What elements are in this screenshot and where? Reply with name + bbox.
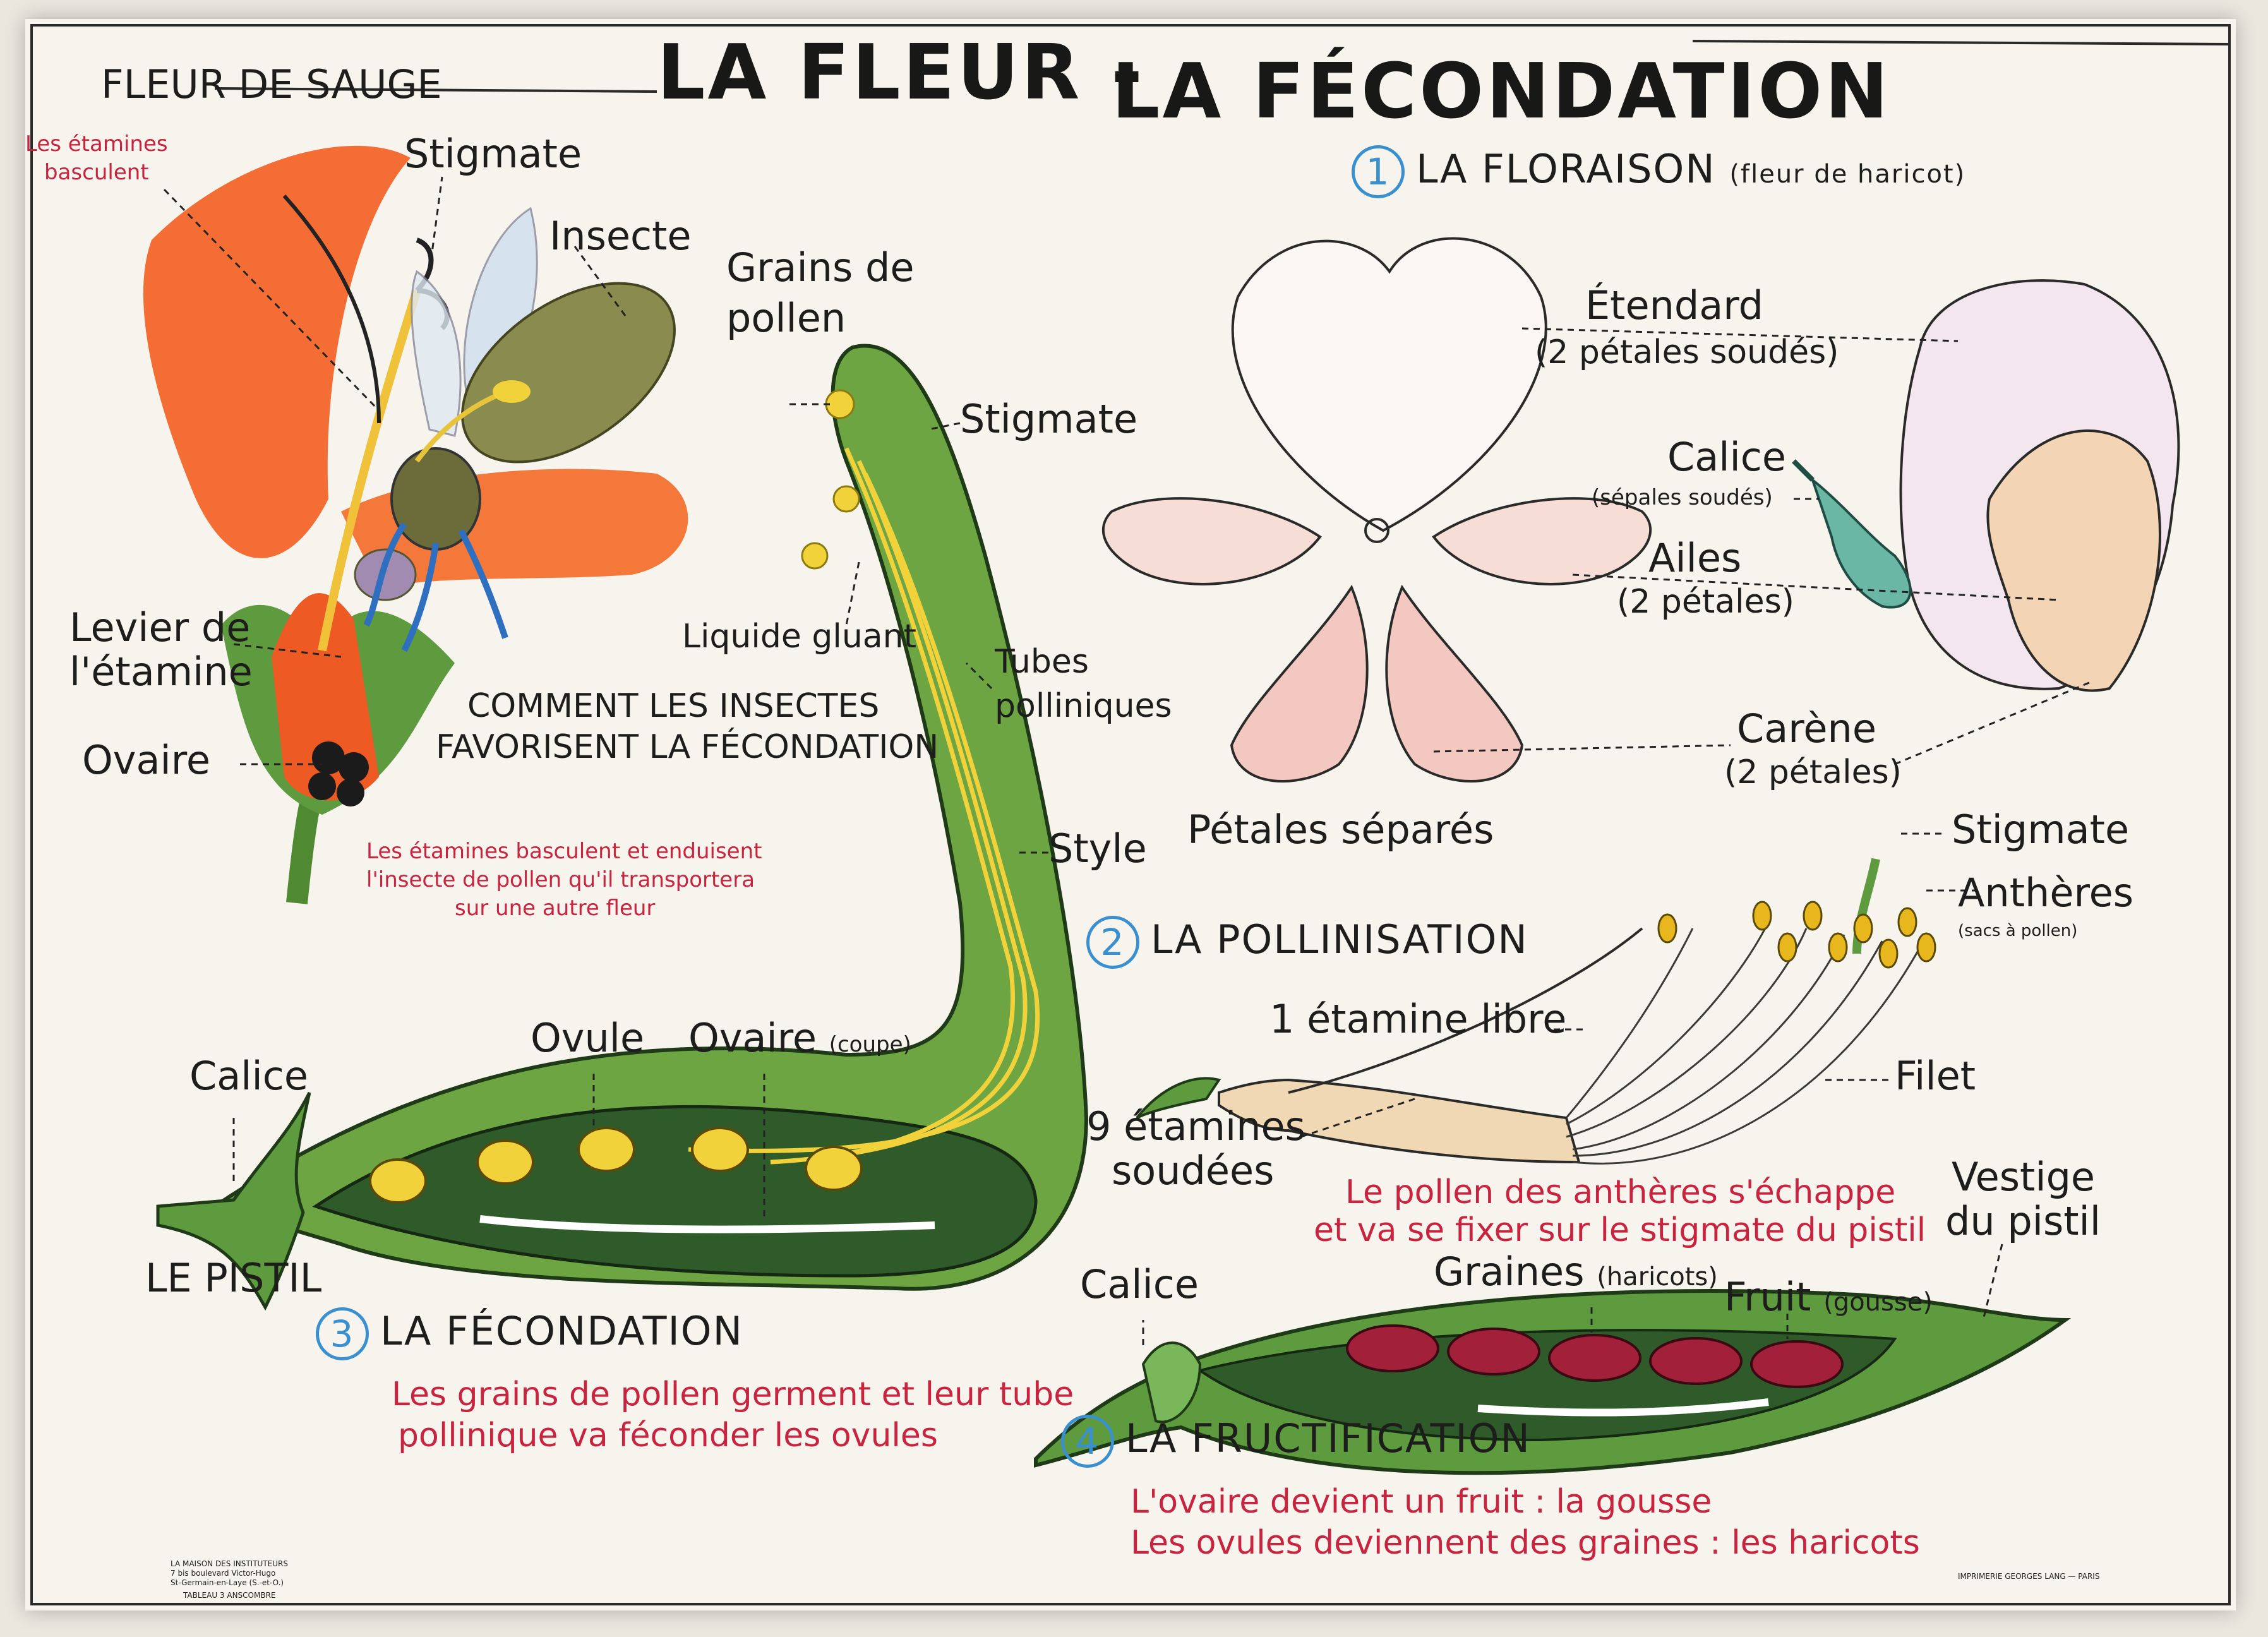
sauge-stigmate-label: Stigmate	[404, 131, 582, 177]
sauge-comment-line2: FAVORISENT LA FÉCONDATION	[436, 728, 939, 766]
pistil-diagram	[156, 344, 1089, 1311]
illustration	[30, 24, 2231, 1605]
pistil-calice-label: Calice	[189, 1053, 308, 1099]
s3-title: LA FÉCONDATION	[380, 1308, 743, 1355]
poster: LA FLEUR - LA FÉCONDATION FLEUR DE SAUGE…	[25, 19, 2236, 1610]
sauge-note-line1: Les étamines basculent et enduisent	[366, 839, 762, 864]
footer-left-line1: LA MAISON DES INSTITUTEURS	[171, 1559, 288, 1568]
s1-calice-label: Calice	[1667, 434, 1786, 480]
footer-left-line2: 7 bis boulevard Victor-Hugo	[171, 1569, 276, 1578]
s2-filet-label: Filet	[1895, 1053, 1976, 1099]
s1-calice-note: (sépales soudés)	[1592, 485, 1773, 510]
s2-title: LA POLLINISATION	[1151, 916, 1528, 963]
sauge-note-line3: sur une autre fleur	[455, 896, 656, 921]
anthers	[1657, 901, 1936, 969]
pistil-style-label: Style	[1048, 825, 1147, 872]
s2-soudees-line1: 9 étamines	[1086, 1103, 1305, 1149]
title-la-fleur: LA FLEUR -	[657, 29, 1145, 117]
bean-flower-separated	[1102, 237, 1652, 783]
sauge-header: FLEUR DE SAUGE	[101, 61, 442, 107]
s4-note-line2: Les ovules deviennent des graines : les …	[1131, 1524, 1920, 1562]
pistil-stigmate-label: Stigmate	[960, 396, 1138, 442]
stamen-tube	[1136, 858, 1921, 1165]
footer-left-line3: St-Germain-en-Laye (S.-et-O.)	[171, 1578, 284, 1587]
leader-lines	[163, 176, 2091, 1345]
pistil-name: LE PISTIL	[145, 1255, 322, 1301]
sauge-levier-line2: l'étamine	[69, 649, 253, 695]
s2-stigmate-label: Stigmate	[1952, 807, 2130, 853]
s4-number: 4	[1061, 1415, 1114, 1468]
pistil-ovule-label: Ovule	[531, 1015, 645, 1061]
s4-fruit-text: Fruit	[1724, 1274, 1811, 1320]
title-la-fecondation: LA FÉCONDATION	[1112, 48, 1891, 136]
bean-seeds	[1346, 1324, 1844, 1388]
s1-ailes-note: (2 pétales)	[1617, 583, 1794, 621]
s2-antheres-note: (sacs à pollen)	[1958, 921, 2078, 940]
s1-note: (fleur de haricot)	[1729, 160, 1966, 189]
pistil-tubes-line1: Tubes	[995, 643, 1089, 681]
s4-fruit-note: (gousse)	[1823, 1288, 1933, 1317]
s1-carene-label: Carène	[1737, 705, 1876, 752]
sage-flower	[143, 145, 688, 904]
s2-heading: 2 LA POLLINISATION	[1086, 916, 1528, 969]
s1-petales-label: Pétales séparés	[1187, 807, 1494, 853]
s1-carene-note: (2 pétales)	[1724, 753, 1902, 791]
s4-calice-label: Calice	[1080, 1261, 1199, 1307]
s2-number: 2	[1086, 916, 1139, 969]
s4-graines-note: (haricots)	[1597, 1262, 1718, 1292]
s2-antheres-label: Anthères	[1958, 870, 2134, 916]
s3-number: 3	[316, 1307, 369, 1360]
sauge-comment-line1: COMMENT LES INSECTES	[467, 687, 880, 725]
s2-soudees-line2: soudées	[1112, 1148, 1275, 1194]
pistil-liquide-label: Liquide gluant	[682, 618, 916, 656]
sauge-ovaire-label: Ovaire	[82, 737, 210, 783]
s1-etendard-label: Étendard	[1585, 282, 1764, 328]
s1-ailes-label: Ailes	[1648, 535, 1742, 581]
s2-note-line2: et va se fixer sur le stigmate du pistil	[1314, 1211, 1926, 1249]
pistil-ovaire-note: (coupe)	[829, 1032, 911, 1057]
sauge-insecte-label: Insecte	[549, 213, 692, 259]
footer-right: IMPRIMERIE GEORGES LANG — PARIS	[1958, 1572, 2100, 1581]
sauge-levier-line1: Levier de	[69, 604, 251, 651]
s4-vestige-line2: du pistil	[1945, 1198, 2101, 1244]
s4-fruit-label: Fruit (gousse)	[1724, 1274, 1933, 1320]
sauge-etamines-line2: basculent	[44, 160, 149, 185]
bean-flower-side	[1792, 279, 2180, 692]
s3-note-line1: Les grains de pollen germent et leur tub…	[392, 1376, 1074, 1413]
s2-note-line1: Le pollen des anthères s'échappe	[1345, 1173, 1896, 1211]
footer-left-line4: TABLEAU 3 ANSCOMBRE	[183, 1591, 276, 1600]
s4-graines-label: Graines (haricots)	[1434, 1250, 1718, 1293]
s4-graines-text: Graines	[1434, 1249, 1585, 1295]
pistil-ovaire-label: Ovaire (coupe)	[688, 1015, 911, 1061]
s3-note-line2: pollinique va féconder les ovules	[398, 1417, 938, 1454]
sauge-etamines-line1: Les étamines	[25, 131, 168, 157]
pistil-ovaire-text: Ovaire	[688, 1015, 817, 1061]
s1-number: 1	[1352, 145, 1405, 198]
sauge-note-line2: l'insecte de pollen qu'il transportera	[366, 867, 755, 892]
s4-title: LA FRUCTIFICATION	[1125, 1415, 1531, 1462]
s1-title: LA FLORAISON	[1416, 146, 1716, 193]
pistil-grains-line1: Grains de	[726, 244, 915, 291]
s1-etendard-note: (2 pétales soudés)	[1535, 333, 1839, 371]
pistil-grains-line2: pollen	[726, 295, 846, 341]
frame	[30, 24, 2231, 1605]
pistil-tubes-line2: polliniques	[995, 687, 1172, 725]
s4-note-line1: L'ovaire devient un fruit : la gousse	[1131, 1483, 1712, 1521]
insect	[354, 207, 676, 652]
s4-vestige-line1: Vestige	[1952, 1154, 2096, 1200]
s2-etamine-libre-label: 1 étamine libre	[1269, 996, 1567, 1042]
